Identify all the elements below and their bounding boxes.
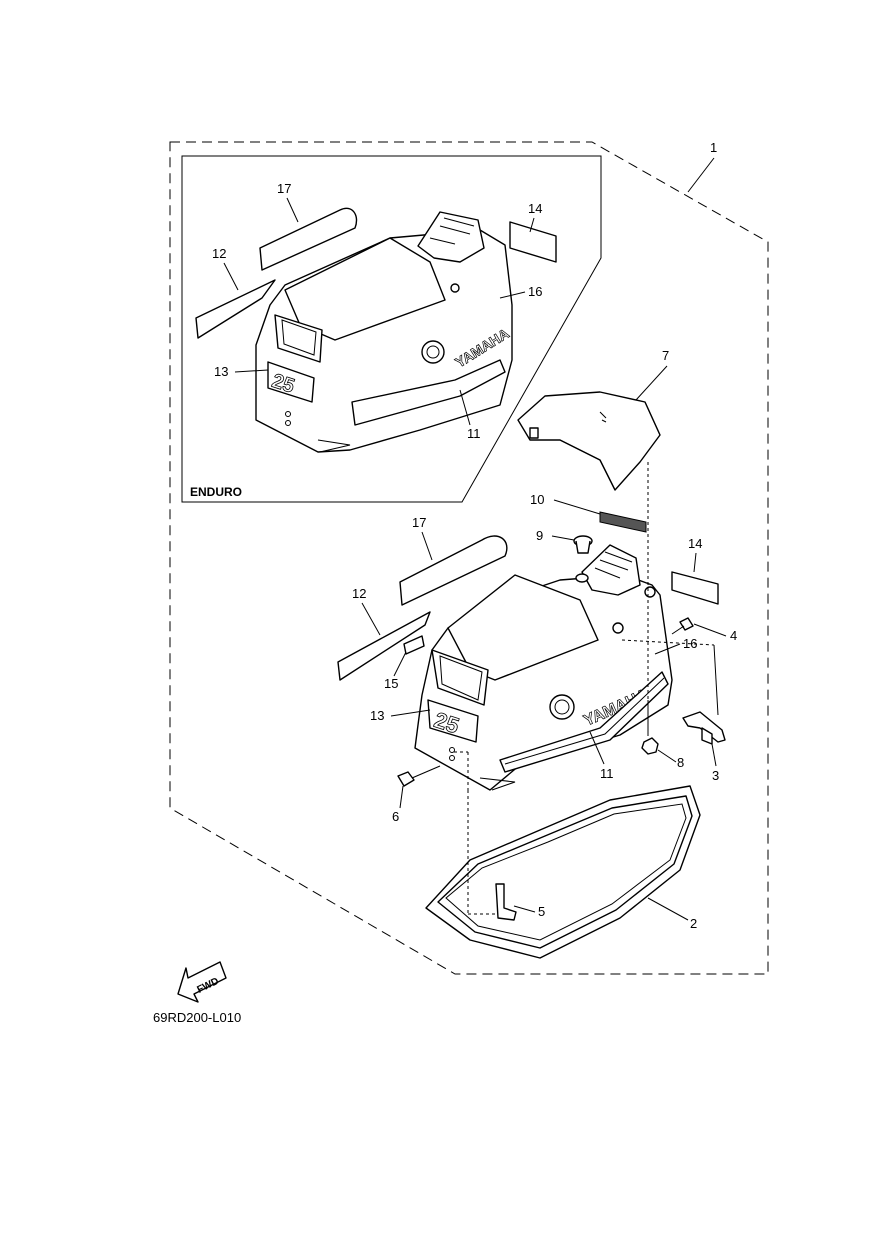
svg-text:1: 1 [710, 140, 717, 155]
inset-decal-14 [509, 221, 557, 263]
decal-14 [671, 571, 719, 605]
svg-text:2: 2 [690, 916, 697, 931]
part-10-strip [599, 511, 647, 533]
svg-text:15: 15 [384, 676, 398, 691]
part-5-clip [495, 883, 517, 921]
main-callouts: 1 2 3 4 5 6 7 8 9 10 11 12 13 14 15 16 1 [352, 140, 737, 931]
svg-text:13: 13 [214, 364, 228, 379]
inset-callouts: 17 12 14 16 13 11 [212, 181, 542, 441]
part-4-screw [671, 617, 694, 635]
svg-text:16: 16 [683, 636, 697, 651]
svg-text:5: 5 [538, 904, 545, 919]
svg-text:14: 14 [688, 536, 702, 551]
inset-top-cowling: 25 YAMAHA [255, 211, 513, 453]
main-top-cowling: 25 YAMAHA [414, 544, 673, 791]
fwd-arrow-icon: FWD [177, 961, 227, 1003]
svg-text:17: 17 [277, 181, 291, 196]
svg-text:13: 13 [370, 708, 384, 723]
svg-text:7: 7 [662, 348, 669, 363]
svg-text:12: 12 [212, 246, 226, 261]
svg-text:16: 16 [528, 284, 542, 299]
inset-decal-12 [195, 279, 276, 339]
assembly-guides [454, 462, 719, 915]
svg-text:9: 9 [536, 528, 543, 543]
inset-label: ENDURO [190, 485, 242, 499]
svg-text:14: 14 [528, 201, 542, 216]
inset-frame [181, 155, 602, 503]
decal-15 [403, 635, 425, 655]
decal-17 [399, 535, 508, 606]
part-8-nut [641, 737, 659, 755]
svg-text:11: 11 [600, 766, 614, 781]
svg-text:3: 3 [712, 768, 719, 783]
svg-text:11: 11 [467, 426, 481, 441]
svg-text:17: 17 [412, 515, 426, 530]
assembly-boundary [169, 141, 769, 975]
part-7-rear-cover [517, 391, 661, 491]
part-9-grommet [573, 535, 593, 554]
svg-text:4: 4 [730, 628, 737, 643]
svg-text:12: 12 [352, 586, 366, 601]
part-2-seal [425, 785, 701, 959]
inset-decal-17 [259, 207, 358, 271]
part-3-bracket [682, 711, 726, 745]
part-6-bolt [397, 765, 441, 787]
svg-text:10: 10 [530, 492, 544, 507]
document-number: 69RD200-L010 [153, 1010, 241, 1025]
decal-12 [337, 611, 431, 681]
svg-text:8: 8 [677, 755, 684, 770]
svg-text:6: 6 [392, 809, 399, 824]
